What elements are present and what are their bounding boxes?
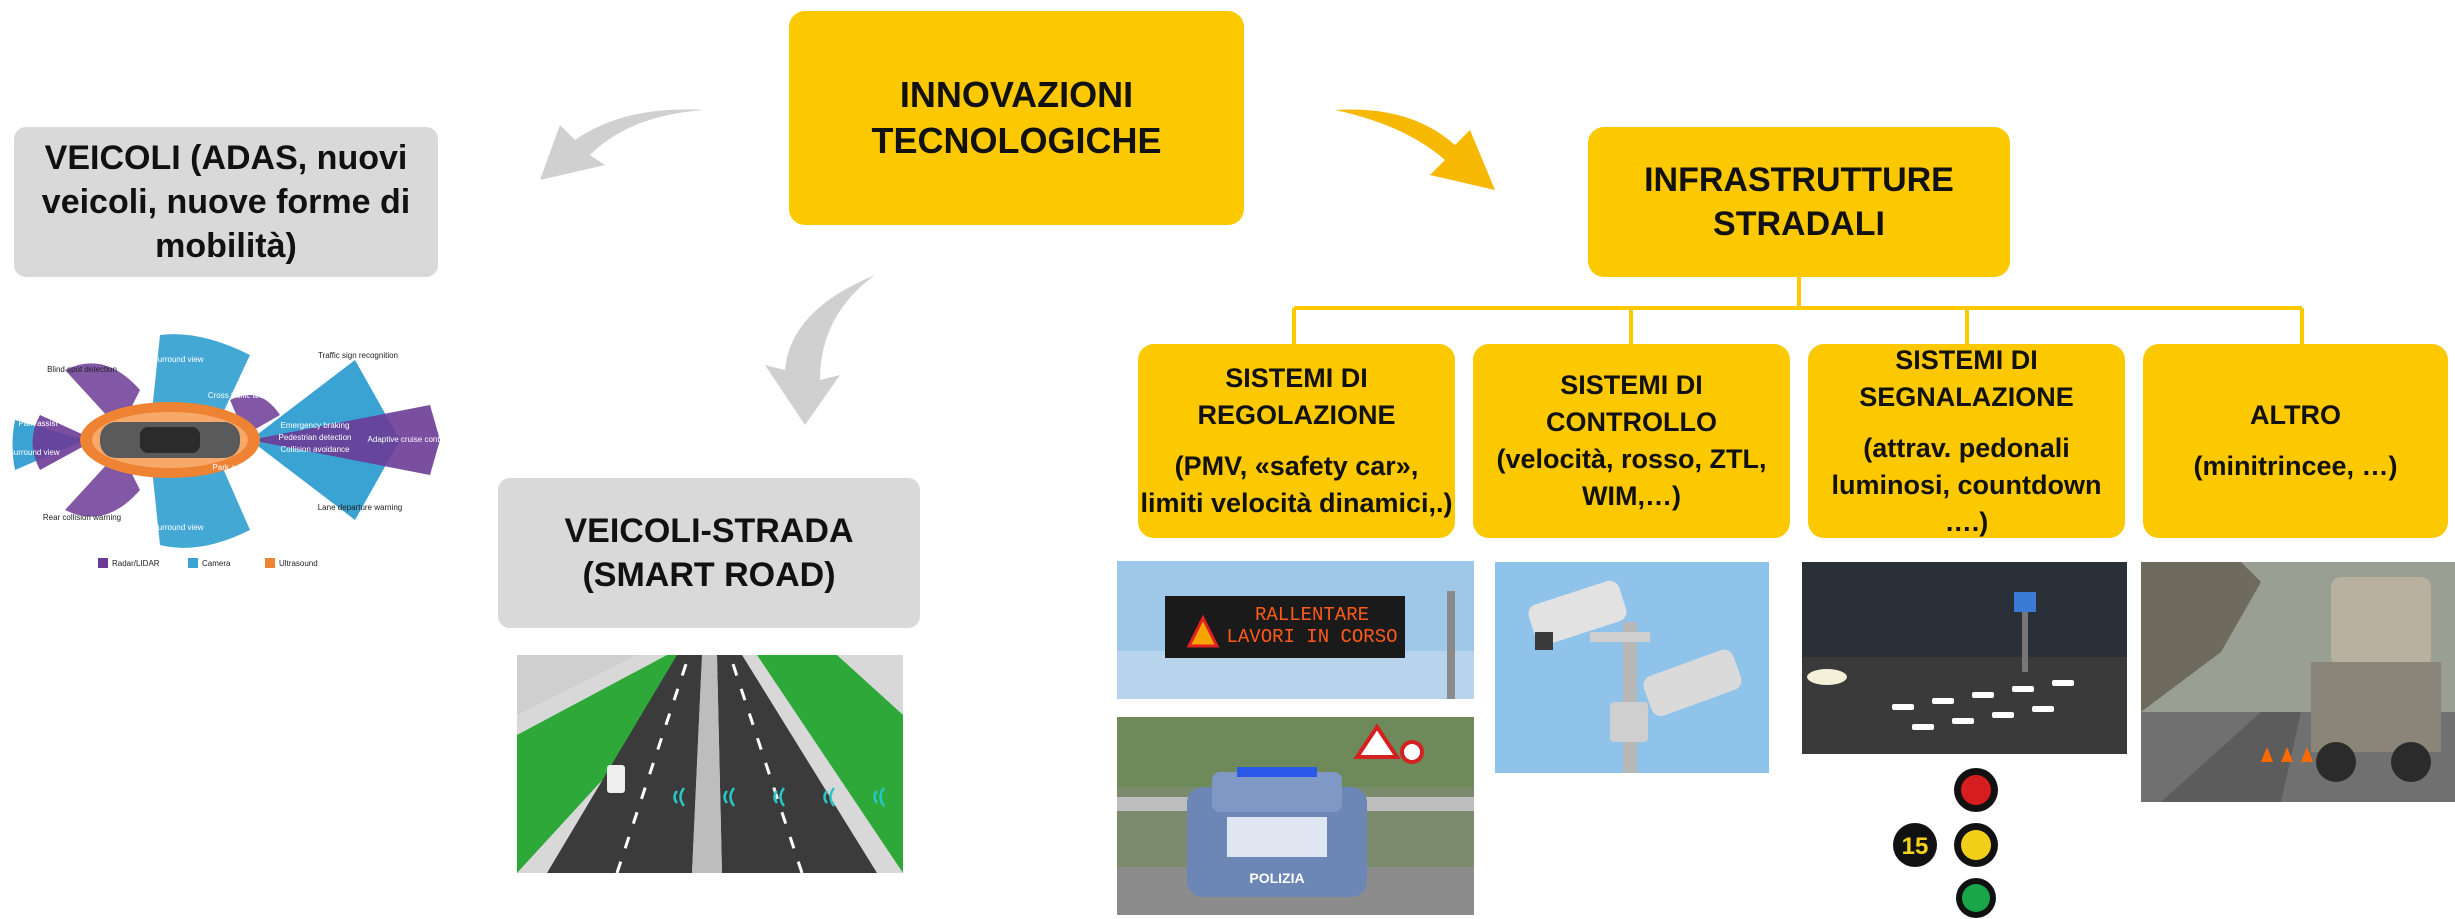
label-cross-traffic: Cross traffic alert [208, 391, 269, 400]
legend-swatch-radar [98, 558, 108, 568]
police-plate: POLIZIA [1249, 870, 1304, 886]
infrastrutture-stradali-box: INFRASTRUTTURE STRADALI [1588, 127, 2010, 277]
controllo-title1: SISTEMI DI [1560, 370, 1703, 400]
pedestrian-signal-countdown: 15 [1893, 768, 1998, 918]
vms-line2: LAVORI IN CORSO [1226, 626, 1397, 648]
label-adaptive: Adaptive cruise control [368, 435, 449, 444]
cctv-cameras-photo [1495, 562, 1769, 773]
regolazione-sub2: limiti velocità dinamici,.) [1140, 488, 1453, 518]
legend-camera: Camera [202, 559, 231, 568]
center-line1: INNOVAZIONI [899, 74, 1134, 115]
category-controllo: SISTEMI DI CONTROLLO (velocità, rosso, Z… [1473, 344, 1790, 538]
cctv-camera-2 [1643, 649, 1742, 716]
car-roof [140, 427, 200, 453]
radar-zone-front [250, 405, 440, 475]
vms-line1: RALLENTARE [1255, 604, 1369, 626]
label-blind-spot: Blind spot detection [47, 365, 117, 374]
countdown-display [1893, 823, 1937, 867]
segnalazione-title2: SEGNALAZIONE [1859, 381, 2074, 412]
veicoli-line2: veicoli, nuove forme di [41, 183, 411, 221]
label-emergency: Emergency braking [281, 421, 350, 430]
legend-ultrasound: Ultrasound [279, 559, 318, 568]
roadworks-truck-photo [2141, 562, 2455, 802]
category-segnalazione: SISTEMI DI SEGNALAZIONE (attrav. pedonal… [1808, 344, 2125, 538]
arrow-to-veicoli-strada [765, 275, 875, 425]
infrastrutture-line1: INFRASTRUTTURE [1644, 161, 1954, 199]
label-park-assist-right: Park assist [212, 463, 252, 472]
segnalazione-title1: SISTEMI DI [1895, 344, 2038, 375]
label-surround-top: Surround view [152, 355, 203, 364]
adas-sensor-diagram: Blind spot detection Surround view Traff… [10, 334, 449, 568]
veicoli-strada-line1: VEICOLI-STRADA [564, 512, 854, 550]
altro-sub1: (minitrincee, …) [2193, 451, 2398, 481]
smart-road-image [517, 655, 903, 873]
veicoli-box: VEICOLI (ADAS, nuovi veicoli, nuove form… [14, 127, 438, 277]
arrow-to-infrastrutture [1335, 109, 1495, 190]
regolazione-sub1: (PMV, «safety car», [1174, 451, 1419, 481]
label-park-assist-left: Park assist [18, 419, 58, 428]
police-safety-car-photo: POLIZIA [1117, 717, 1474, 915]
regolazione-title1: SISTEMI DI [1225, 363, 1368, 393]
veicoli-strada-box: VEICOLI-STRADA (SMART ROAD) [498, 478, 920, 628]
center-line2: TECNOLOGICHE [871, 120, 1162, 161]
altro-title1: ALTRO [2250, 400, 2341, 430]
infrastrutture-line2: STRADALI [1713, 205, 1885, 243]
countdown-value: 15 [1902, 833, 1929, 860]
radar-zone-rear [32, 415, 95, 470]
veicoli-line1: VEICOLI (ADAS, nuovi [44, 139, 408, 177]
concrete-mixer-drum [2331, 577, 2431, 667]
label-collision: Collision avoidance [281, 445, 350, 454]
category-regolazione: SISTEMI DI REGOLAZIONE (PMV, «safety car… [1138, 344, 1455, 538]
legend-swatch-camera [188, 558, 198, 568]
legend-radar: Radar/LIDAR [112, 559, 160, 568]
veicoli-strada-line2: (SMART ROAD) [582, 556, 836, 594]
label-pedestrian: Pedestrian detection [279, 433, 352, 442]
label-traffic-sign: Traffic sign recognition [318, 351, 398, 360]
veicoli-line3: mobilità) [155, 227, 297, 265]
label-surround-left: Surround view [10, 448, 60, 457]
vms-sign-photo: RALLENTARE LAVORI IN CORSO [1117, 561, 1474, 699]
cctv-camera-1 [1528, 580, 1627, 645]
crossing-lights [1892, 680, 2074, 730]
regolazione-title2: REGOLAZIONE [1197, 400, 1396, 430]
legend-swatch-ultrasound [265, 558, 275, 568]
segnalazione-sub2: luminosi, countdown ….) [1831, 469, 2102, 537]
controllo-sub2: WIM,…) [1582, 481, 1681, 511]
smart-road-car [607, 765, 625, 793]
label-lane-departure: Lane departure warning [318, 503, 403, 512]
controllo-sub1: (velocità, rosso, ZTL, [1496, 444, 1767, 474]
pedestrian-crossing-photo [1802, 562, 2127, 754]
segnalazione-sub1: (attrav. pedonali [1863, 432, 2070, 463]
warning-triangle [1186, 614, 1220, 648]
category-altro: ALTRO (minitrincee, …) [2143, 344, 2448, 538]
innovazioni-tecnologiche-box: INNOVAZIONI TECNOLOGICHE [789, 11, 1244, 225]
controllo-title2: CONTROLLO [1546, 407, 1717, 437]
label-rear-collision: Rear collision warning [43, 513, 121, 522]
arrow-to-veicoli [540, 109, 705, 180]
label-surround-bottom: Surround view [152, 523, 203, 532]
